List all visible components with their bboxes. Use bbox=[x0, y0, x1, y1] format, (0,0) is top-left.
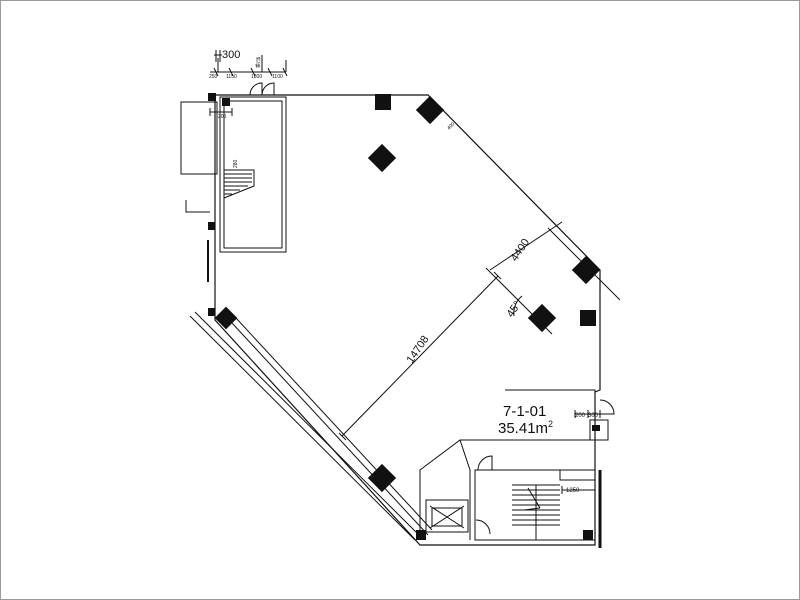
dim-top-1100: 1100 bbox=[272, 74, 283, 80]
column bbox=[527, 303, 557, 333]
column bbox=[222, 98, 230, 106]
dim-14708: 14708 bbox=[405, 334, 432, 366]
core-door-2 bbox=[475, 519, 491, 535]
right-small-box bbox=[559, 419, 609, 481]
column bbox=[583, 530, 593, 540]
stair-arrow bbox=[523, 487, 541, 511]
column bbox=[415, 95, 445, 125]
column bbox=[214, 306, 238, 330]
small-200-line bbox=[209, 108, 233, 116]
unit-id: 7-1-01 bbox=[503, 403, 546, 420]
column bbox=[571, 255, 601, 285]
unit-area-value: 35.41m bbox=[498, 420, 548, 437]
column bbox=[208, 308, 215, 316]
stair-small bbox=[223, 169, 255, 199]
door-swing-top bbox=[249, 82, 275, 96]
outer-wall bbox=[210, 94, 601, 546]
dim-4400: 4400 bbox=[509, 237, 533, 264]
column bbox=[208, 222, 215, 230]
dim-diag-400: 400 bbox=[446, 121, 456, 131]
dim-stair-280: 280 bbox=[233, 159, 239, 168]
dim-top-300: 300 bbox=[222, 49, 240, 61]
exterior-box bbox=[180, 101, 218, 175]
lift-shaft-inner bbox=[431, 507, 463, 527]
column bbox=[375, 94, 391, 110]
unit-area: 35.41m2 bbox=[498, 419, 553, 437]
right-dim-lines bbox=[561, 410, 610, 494]
column bbox=[208, 93, 216, 101]
column bbox=[592, 425, 600, 431]
column bbox=[367, 463, 397, 493]
column bbox=[367, 143, 397, 173]
dim-14708-tick-2 bbox=[493, 271, 502, 280]
dim-300: 300 bbox=[588, 413, 599, 419]
core-wall bbox=[419, 389, 596, 540]
column bbox=[580, 310, 596, 326]
dim-top-250: 250 bbox=[209, 74, 218, 80]
exterior-line bbox=[181, 173, 210, 213]
lift-shaft-x bbox=[429, 505, 465, 529]
column bbox=[416, 530, 426, 540]
dim-top-1150: 1150 bbox=[226, 74, 237, 80]
dim-14708-line bbox=[341, 275, 499, 437]
diagonal-wall-outer bbox=[189, 315, 416, 541]
stair-core bbox=[474, 469, 596, 541]
dim-1250: 1250 bbox=[566, 488, 580, 494]
core-door-1 bbox=[477, 455, 493, 471]
unit-area-sup: 2 bbox=[548, 419, 553, 429]
lift-shaft bbox=[425, 499, 469, 533]
dim-14708-tick-1 bbox=[338, 432, 347, 441]
top-dim-line bbox=[210, 55, 288, 77]
diagonal-wall-mid bbox=[235, 317, 433, 531]
dim-top-vertical: 乘/派 bbox=[255, 57, 262, 68]
right-door bbox=[599, 399, 615, 415]
side-room bbox=[219, 96, 287, 253]
dim-top-1800: 1800 bbox=[251, 74, 262, 80]
angle-arc bbox=[513, 295, 523, 317]
dim-200: 200 bbox=[575, 413, 586, 419]
top-dim-300 bbox=[214, 50, 222, 62]
dim-small-200: 200 bbox=[218, 114, 227, 120]
diagonal-wall-outer-2 bbox=[194, 311, 421, 537]
diagonal-wall-inner bbox=[231, 322, 429, 536]
stair-core-treads bbox=[512, 484, 560, 540]
